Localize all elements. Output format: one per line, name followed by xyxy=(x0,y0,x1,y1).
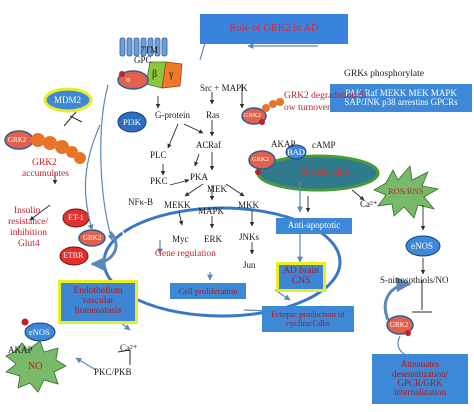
etbr-shape xyxy=(59,246,89,266)
endothelium-line2: vascular xyxy=(82,296,114,307)
enos-left-label: eNOS xyxy=(29,327,50,337)
enos-right-label: eNOS xyxy=(411,241,433,251)
grk2-accumulates-line1: GRK2 xyxy=(32,158,57,168)
ca2-left-label: Ca²⁺ xyxy=(120,343,138,353)
grks-phosphorylate-heading: GRKs phosphorylate xyxy=(344,69,424,79)
grk2-ubiquitin-chain xyxy=(4,130,86,164)
grk2-mapk-cluster xyxy=(241,98,284,125)
pi3k-label: PI3K xyxy=(123,117,141,127)
alpha-label: α xyxy=(126,75,131,84)
ac-label: AC xyxy=(196,140,209,150)
endothelium-line3: homeostasis xyxy=(74,305,122,316)
insulin-line1: Insulin xyxy=(14,206,41,216)
grk2-mapk-label: GRK2 xyxy=(244,112,261,119)
myc-label: Myc xyxy=(172,234,189,244)
grk2-degradation-line2: ow turnover xyxy=(284,103,331,113)
mitochondria-label: Mitochondria xyxy=(300,167,349,177)
endothelium-box: Endothelium vascular homeostasis xyxy=(58,280,138,324)
etbr-curved-arrow xyxy=(90,230,118,272)
grk2-left-label: GRK2 xyxy=(83,234,102,242)
attenuates-line3: GPCR/GRK xyxy=(397,378,443,388)
ad-brain-box: AD brain CNS xyxy=(276,262,326,292)
mekk-label: MEKK xyxy=(164,200,191,210)
endothelium-line1: Endothelium xyxy=(73,286,123,297)
grk2-mito-shape xyxy=(248,150,276,170)
anti-apoptotic-label: Anti-apoptotic xyxy=(287,220,341,231)
mdm2-label: MDM2 xyxy=(54,95,82,105)
s-nitroso-label: S-nitrosothiols/NO xyxy=(380,275,449,285)
erk-label: ERK xyxy=(204,234,222,244)
akap-top-label: AKAP xyxy=(271,139,296,149)
grk2-receptor-shape xyxy=(117,70,149,90)
akap-left-label: AKAP xyxy=(8,345,33,355)
jnks-label: JNKs xyxy=(239,232,260,242)
src-mapk-label: Src + MAPK xyxy=(200,83,248,93)
ad-brain-line1: AD brain xyxy=(283,266,319,277)
grk2-chain-label: GRK2 xyxy=(8,136,27,144)
jun-label: Jun xyxy=(243,260,256,270)
mdm2-shape xyxy=(43,87,93,113)
pkc-label: PKC xyxy=(150,176,168,186)
mkk-label: MKK xyxy=(238,200,260,210)
gene-regulation-label: Gene regulation xyxy=(155,249,216,259)
ad-brain-line2: CNS xyxy=(291,276,311,286)
plc-label: PLC xyxy=(150,150,167,160)
page-title: Role of GRK2 in AD xyxy=(229,23,319,35)
insulin-line4: Glut4 xyxy=(18,239,40,249)
grk2-right-label: GRK2 xyxy=(390,321,409,329)
anti-apoptotic-box: Anti-apoptotic xyxy=(276,218,352,234)
grks-phosphorylate-box: PAK Raf MEKK MEK MAPK SAP/JNK p38 arrest… xyxy=(330,84,472,112)
attenuates-line1: Attenuates xyxy=(400,359,440,370)
grk2-enos-curved-arrow xyxy=(383,277,412,321)
cell-proliferation-box: Cell proliferation xyxy=(170,283,246,299)
ectopic-line2: cyclins/Cdks xyxy=(286,318,330,328)
camp-label: cAMP xyxy=(312,140,336,150)
grk2-right-shape xyxy=(386,315,414,335)
et1-label: ET-1 xyxy=(68,213,84,222)
ca2-right-label: Ca²⁺ xyxy=(360,199,378,209)
insulin-line2: resistance/ xyxy=(8,217,49,227)
enos-right-shape xyxy=(405,235,441,257)
gamma-subunit-shape xyxy=(161,61,183,89)
grks-phosphorylate-line2: SAP/JNK p38 arrestins GPCRs xyxy=(344,97,458,107)
raf-label: Raf xyxy=(208,140,221,150)
gamma-label: γ xyxy=(169,69,174,80)
receptor-gpc-label: GPC xyxy=(134,55,152,65)
ectopic-line1: Ectopic production of xyxy=(270,309,346,320)
grks-phosphorylate-line1: PAK Raf MEKK MEK MAPK xyxy=(345,87,457,98)
beta-label: β xyxy=(152,69,158,80)
no-starburst xyxy=(5,340,67,393)
insulin-line3: inhibition xyxy=(10,228,47,238)
ras-label: Ras xyxy=(206,110,220,120)
bad-label: BAD xyxy=(287,147,305,157)
mek-label: MEK xyxy=(207,184,227,194)
attenuates-line4: internalization xyxy=(394,387,446,398)
pkc-pkb-label: PKC/PKB xyxy=(94,367,132,377)
etbr-label: ETBR xyxy=(63,251,84,260)
ros-rns-starburst xyxy=(373,165,440,219)
mapk-label: MAPK xyxy=(198,206,225,216)
nfkb-label: NFκ-B xyxy=(128,197,154,207)
pka-label: PKA xyxy=(190,172,209,182)
cell-proliferation-label: Cell proliferation xyxy=(178,285,238,296)
ectopic-box: Ectopic production of cyclins/Cdks xyxy=(262,306,354,332)
gprotein-label: G-protein xyxy=(155,110,190,120)
ros-rns-label: ROS/RNS xyxy=(388,186,424,196)
grk2-mito-label: GRK2 xyxy=(252,156,269,163)
bad-shape xyxy=(285,144,307,160)
attenuates-box: Attenuates desensitization/ GPCR/GRK int… xyxy=(372,354,468,404)
title-box: Role of GRK2 in AD xyxy=(200,14,348,44)
attenuates-line2: desensitization/ xyxy=(392,368,448,379)
grk2-degradation-line1: GRK2 degradation/Sl xyxy=(284,91,367,101)
pi3k-shape xyxy=(117,111,147,133)
no-label: NO xyxy=(28,361,43,372)
receptor-helices xyxy=(119,37,168,57)
receptor-7tm-label: 7TM xyxy=(140,45,158,55)
grk2-accumulates-line2: accumulates xyxy=(22,169,69,179)
